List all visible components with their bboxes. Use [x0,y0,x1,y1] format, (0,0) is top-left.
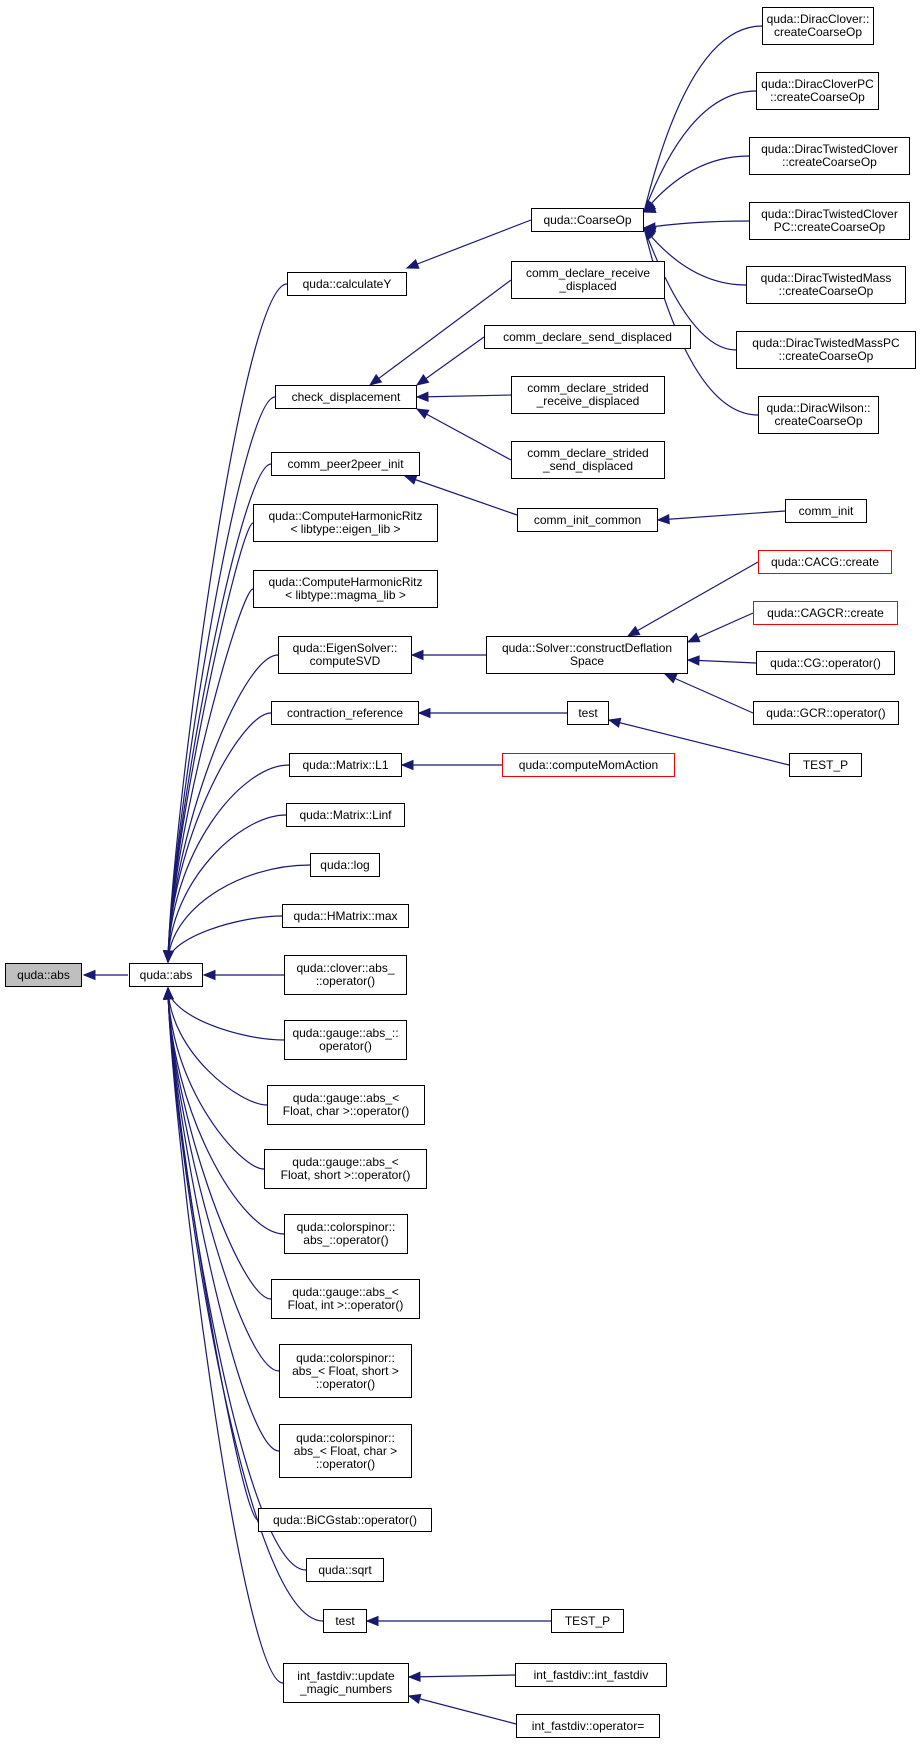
node-coarse-op[interactable]: quda::CoarseOp [531,208,644,232]
call-edge [405,219,532,269]
node-gauge-abs-short-operator[interactable]: quda::gauge::abs_< Float, short >::opera… [264,1149,427,1189]
node-dirac-twisted-clover[interactable]: quda::DiracTwistedClover ::createCoarseO… [749,137,910,175]
node-dirac-twisted-mass-pc[interactable]: quda::DiracTwistedMassPC ::createCoarseO… [736,331,916,369]
node-comm-init[interactable]: comm_init [785,499,867,523]
call-edge [410,649,486,661]
call-edge [163,814,287,964]
node-dirac-clover[interactable]: quda::DiracClover:: createCoarseOp [762,7,874,45]
node-calculate-y[interactable]: quda::calculateY [287,272,407,296]
node-test-1[interactable]: test [567,701,609,725]
node-comm-declare-strided-receive-displaced[interactable]: comm_declare_strided _receive_displaced [511,376,665,414]
call-edge [162,588,254,964]
call-edge [163,986,285,1041]
call-edge [162,986,259,1521]
node-int-fastdiv-int-fastdiv[interactable]: int_fastdiv::int_fastdiv [515,1663,667,1687]
call-edge [642,155,750,213]
call-edge [365,1615,551,1627]
call-edge [417,707,567,719]
node-gcr-operator[interactable]: quda::GCR::operator() [753,701,899,725]
node-int-fastdiv-operator-assign[interactable]: int_fastdiv::operator= [516,1714,660,1738]
node-comm-peer2peer-init[interactable]: comm_peer2peer_init [271,452,420,476]
call-edge [162,283,288,964]
call-edge [415,336,485,386]
node-test-p-1[interactable]: TEST_P [789,753,862,777]
node-colorspinor-abs-operator[interactable]: quda::colorspinor:: abs_::operator() [284,1214,408,1254]
node-dirac-wilson[interactable]: quda::DiracWilson:: createCoarseOp [758,396,879,434]
node-compute-harmonic-ritz-eigen[interactable]: quda::ComputeHarmonicRitz < libtype::eig… [253,504,438,542]
call-edge [607,717,790,766]
node-test-2[interactable]: test [323,1609,367,1633]
node-log[interactable]: quda::log [310,853,380,877]
call-edge [163,915,283,964]
call-edge [656,510,786,525]
node-dirac-clover-pc[interactable]: quda::DiracCloverPC ::createCoarseOp [756,72,879,110]
node-check-displacement[interactable]: check_displacement [275,385,417,409]
call-edge [162,986,284,1684]
call-edge [643,25,763,214]
node-comm-declare-receive-displaced[interactable]: comm_declare_receive _displaced [511,261,665,299]
node-comm-declare-send-displaced[interactable]: comm_declare_send_displaced [484,325,691,349]
node-solver-construct-deflation-space[interactable]: quda::Solver::constructDeflation Space [486,636,688,674]
node-compute-harmonic-ritz-magma[interactable]: quda::ComputeHarmonicRitz < libtype::mag… [253,570,438,608]
call-edge [626,561,759,637]
node-contraction-reference[interactable]: contraction_reference [271,701,419,725]
call-edge [368,279,512,386]
call-edge [407,1693,517,1725]
call-edge [686,612,754,643]
node-dirac-twisted-clover-pc[interactable]: quda::DiracTwistedClover PC::createCoars… [749,202,910,240]
node-colorspinor-abs-short-operator[interactable]: quda::colorspinor:: abs_< Float, short >… [279,1344,412,1398]
node-cagcr-create[interactable]: quda::CAGCR::create [753,601,898,625]
node-cg-operator[interactable]: quda::CG::operator() [756,651,895,675]
node-colorspinor-abs-char-operator[interactable]: quda::colorspinor:: abs_< Float, char > … [279,1424,412,1478]
call-edge [400,759,502,771]
node-hmatrix-max[interactable]: quda::HMatrix::max [282,904,409,928]
node-clover-abs-operator[interactable]: quda::clover::abs_ ::operator() [284,955,407,995]
node-comm-init-common[interactable]: comm_init_common [517,508,658,532]
node-sqrt[interactable]: quda::sqrt [306,1558,384,1582]
node-matrix-l1[interactable]: quda::Matrix::L1 [289,753,402,777]
node-eigen-solver-compute-svd[interactable]: quda::EigenSolver:: computeSVD [278,636,412,674]
call-edge [642,220,750,233]
call-edge [407,1671,516,1683]
node-comm-declare-strided-send-displaced[interactable]: comm_declare_strided _send_displaced [511,441,665,479]
node-update-magic-numbers[interactable]: int_fastdiv::update _magic_numbers [283,1663,409,1703]
call-edge [663,673,754,714]
node-test-p-2[interactable]: TEST_P [551,1609,624,1633]
node-dirac-twisted-mass[interactable]: quda::DiracTwistedMass ::createCoarseOp [746,266,906,304]
call-edge [82,969,128,981]
call-edge [415,391,512,402]
call-edge [686,655,757,666]
node-matrix-linf[interactable]: quda::Matrix::Linf [286,803,405,827]
node-compute-mom-action[interactable]: quda::computeMomAction [502,753,675,777]
call-edge [162,986,285,1235]
node-gauge-abs-char-operator[interactable]: quda::gauge::abs_< Float, char >::operat… [267,1085,425,1125]
node-gauge-abs-int-operator[interactable]: quda::gauge::abs_< Float, int >::operato… [271,1279,420,1319]
node-bicgstab-operator[interactable]: quda::BiCGstab::operator() [258,1508,432,1532]
node-abs[interactable]: quda::abs [129,963,203,987]
node-gauge-abs-operator[interactable]: quda::gauge::abs_:: operator() [284,1020,407,1060]
call-edge [202,969,284,981]
call-edge [415,408,512,461]
node-cacg-create[interactable]: quda::CACG::create [758,550,892,574]
node-root-abs: quda::abs [5,963,82,987]
